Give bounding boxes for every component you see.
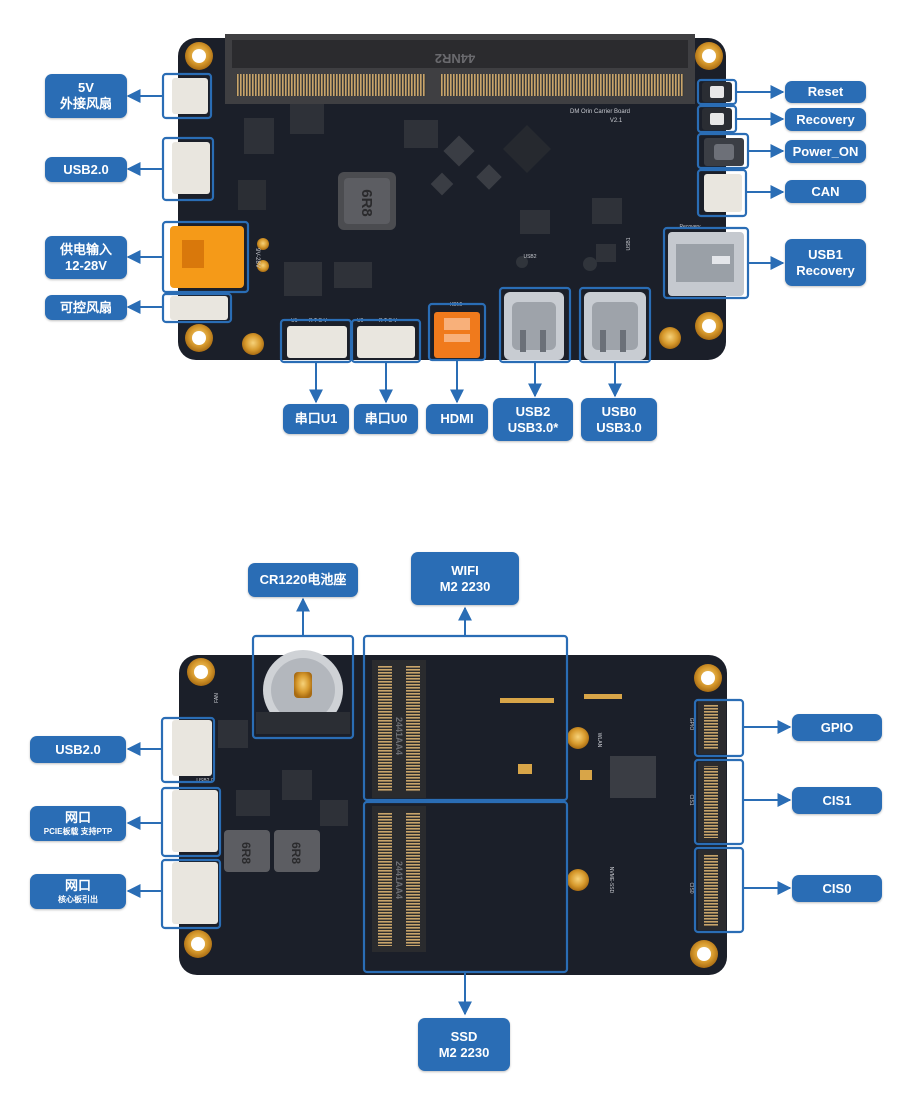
top-board-name: DM Orin Carrier Board [570, 109, 630, 115]
bottom-m2-code: 2441AA4 [394, 717, 404, 755]
bottom-gpio-silk: GPIO [688, 718, 694, 731]
bottom-cis0-silk: CIS0 [688, 882, 694, 893]
bottom-ssd-code: 2441AA4 [394, 861, 404, 899]
label-usb1-recovery: USB1 Recovery [785, 239, 866, 286]
top-usb1-typea: USB1 [626, 232, 744, 296]
bottom-wifi-m2-slot: 2441AA4 [372, 660, 426, 798]
bottom-cis1-silk: CIS1 [688, 794, 694, 805]
label-usb2-usb30: USB2 USB3.0* [493, 398, 573, 441]
top-board-version: V2.1 [610, 118, 623, 124]
label-can: CAN [785, 180, 866, 203]
bottom-pads [500, 694, 622, 780]
bottom-board: 2441AA4 2441AA4 WLAN NVME-SSD 6R8 6R8 [172, 650, 727, 975]
label-recovery: Recovery [785, 108, 866, 131]
label-reset: Reset [785, 81, 866, 103]
label-usb20-bottom: USB2.0 [30, 736, 126, 763]
label-gpio: GPIO [792, 714, 882, 741]
label-usb20-top: USB2.0 [45, 157, 127, 182]
bottom-nvme-silk: NVME-SSD [608, 867, 614, 894]
label-eth-pcie: 网口 PCIE板载 支持PTP [30, 806, 126, 841]
top-callout-arrows [126, 85, 785, 404]
top-usb0-typec [584, 292, 646, 360]
label-eth-core: 网口 核心板引出 [30, 874, 126, 909]
bottom-ssd-m2-slot: 2441AA4 [372, 806, 426, 952]
top-power-range-silk: 9V-28V [254, 248, 260, 268]
label-wifi-m2: WIFI M2 2230 [411, 552, 519, 605]
label-fan-5v: 5V 外接风扇 [45, 74, 127, 118]
bottom-callout-arrows [126, 597, 792, 1016]
top-usb2-silk: USB2 [523, 254, 536, 260]
top-board: 44NR2 DM Orin Carrier Board V2.1 6R8 [170, 34, 744, 360]
top-uart-u1-connector [287, 326, 347, 358]
bottom-fpc-connectors: GPIO CIS1 CIS0 [688, 700, 726, 930]
bottom-wifi-standoff [567, 727, 589, 749]
top-gold-standoff-left [242, 333, 264, 355]
top-power-connector: 9V-28V [170, 226, 269, 288]
top-inductor-code: 6R8 [358, 189, 375, 217]
bottom-mount-holes [184, 658, 722, 968]
bottom-components: 6R8 6R8 [218, 720, 656, 872]
top-components: 6R8 [238, 104, 622, 296]
bottom-usb20-connector [172, 720, 212, 776]
bottom-inductor-b: 6R8 [289, 842, 303, 864]
label-ssd-m2: SSD M2 2230 [418, 1018, 510, 1071]
bottom-wlan-silk: WLAN [596, 733, 602, 748]
bottom-ssd-standoff [567, 869, 589, 891]
bottom-pcb [179, 655, 727, 975]
label-pwm-fan: 可控风扇 [45, 295, 127, 320]
top-sodimm-connector: 44NR2 [225, 34, 695, 104]
label-cr1220: CR1220电池座 [248, 563, 358, 597]
label-cis1: CIS1 [792, 787, 882, 814]
bottom-eth-core-connector [172, 862, 218, 924]
top-uart-u0-connector [357, 326, 415, 358]
top-mount-holes [185, 42, 723, 352]
top-recovery-button [702, 108, 732, 130]
label-power-input: 供电输入 12-28V [45, 236, 127, 279]
top-can-connector [704, 174, 742, 212]
top-connector-code: 44NR2 [435, 51, 475, 66]
label-cis0: CIS0 [792, 875, 882, 902]
top-pwmfan-connector [170, 296, 228, 320]
label-uart-u1: 串口U1 [283, 404, 349, 434]
top-usb1-silk: USB1 [626, 237, 632, 250]
bottom-battery-holder [256, 650, 350, 734]
top-reset-button [702, 82, 732, 102]
top-gold-standoff-right [659, 327, 681, 349]
bottom-eth-pcie-connector [172, 790, 218, 852]
top-usb2-typec: USB2 [504, 254, 564, 360]
label-uart-u0: 串口U0 [354, 404, 418, 434]
top-poweron-button [704, 138, 744, 166]
bottom-inductor-a: 6R8 [239, 842, 253, 864]
bottom-fan-silk: FAN [214, 693, 220, 703]
label-usb0-usb30: USB0 USB3.0 [581, 398, 657, 441]
label-power-on: Power_ON [785, 140, 866, 163]
top-fan5v-connector [172, 78, 208, 114]
label-hdmi: HDMI [426, 404, 488, 434]
top-usb20-connector [172, 142, 210, 194]
